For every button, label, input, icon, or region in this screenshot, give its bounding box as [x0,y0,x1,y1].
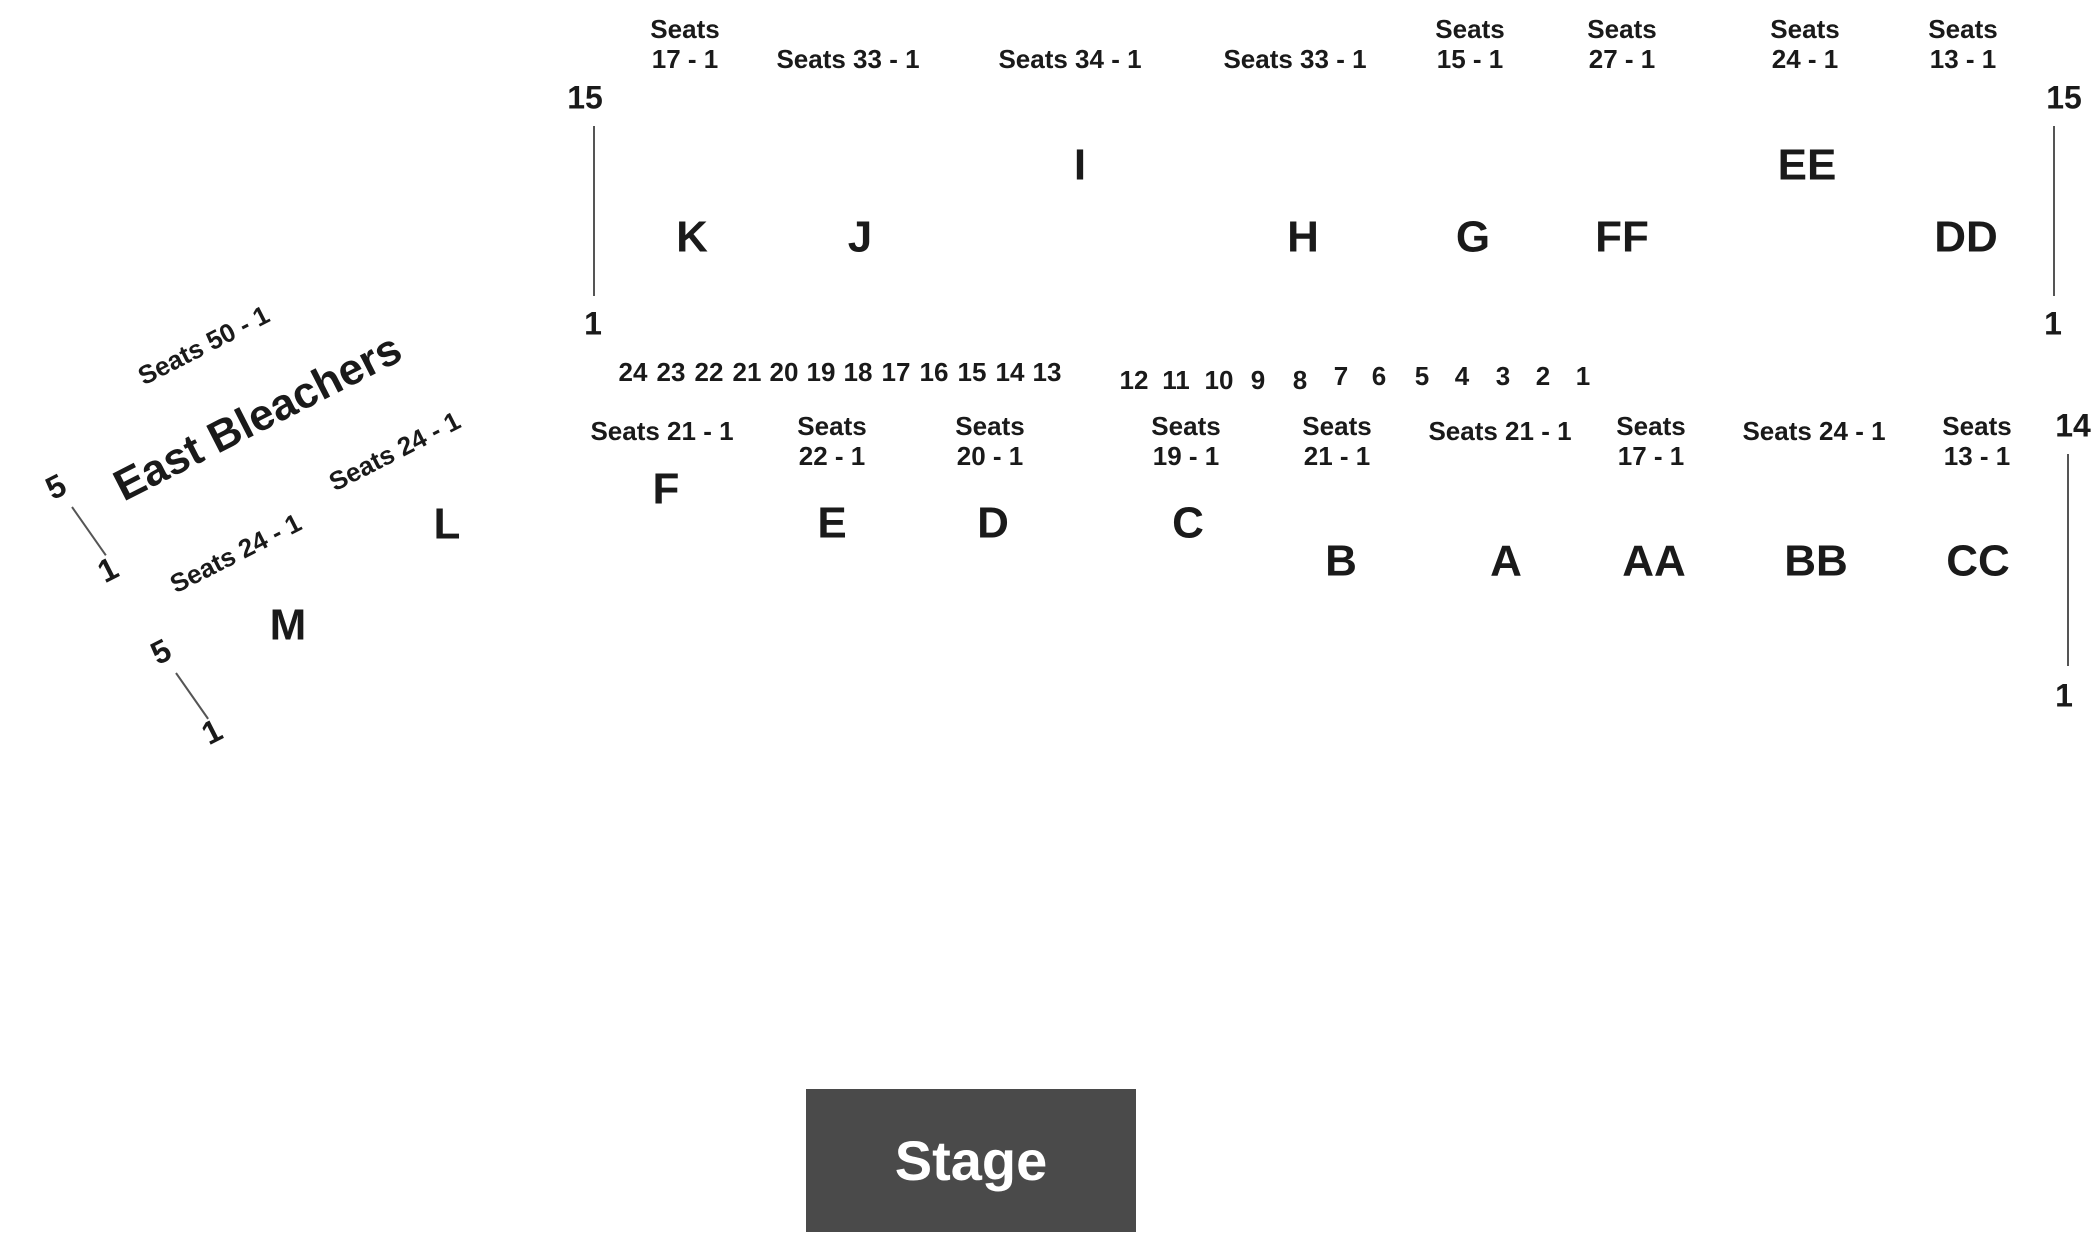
upper-left-row-top: 15 [567,79,603,116]
east-row2-bottom: 1 [195,711,228,752]
section-f[interactable]: F [652,464,680,514]
seats-range-i: Seats 34 - 1 [998,44,1142,75]
row-number: 9 [1250,365,1266,396]
section-cc[interactable]: CC [1946,536,2010,586]
seats-range-g: Seats 15 - 1 [1435,14,1505,74]
section-k[interactable]: K [676,212,708,262]
seats-range-ff: Seats 27 - 1 [1587,14,1657,74]
east-row2-line [175,672,209,720]
row-number: 8 [1292,365,1308,396]
upper-left-row-line [593,126,595,296]
seats-range-k: Seats 17 - 1 [650,14,720,74]
upper-left-row-bottom: 1 [584,305,602,342]
row-number: 4 [1454,361,1470,392]
east-row1-line [71,506,107,556]
section-j[interactable]: J [847,212,873,262]
east-row1-top: 5 [39,466,72,507]
lower-right-row-top: 14 [2055,407,2091,444]
row-number: 2 [1535,361,1551,392]
row-number: 14 [995,357,1025,388]
section-h[interactable]: H [1287,212,1319,262]
row-number: 5 [1414,361,1430,392]
row-number: 10 [1204,365,1234,396]
upper-right-row-top: 15 [2046,79,2082,116]
seats-range-e: Seats 22 - 1 [797,411,867,471]
section-ff[interactable]: FF [1595,212,1649,262]
lower-right-row-line [2067,454,2069,666]
row-number: 20 [769,357,799,388]
row-number: 19 [806,357,836,388]
seats-range-c: Seats 19 - 1 [1151,411,1221,471]
east-l-seats-range: Seats 24 - 1 [324,405,466,498]
section-ee[interactable]: EE [1777,140,1837,190]
seats-range-dd: Seats 13 - 1 [1928,14,1998,74]
east-top-seats-range: Seats 50 - 1 [133,299,275,392]
section-aa[interactable]: AA [1622,536,1686,586]
row-number: 3 [1495,361,1511,392]
seats-range-b: Seats 21 - 1 [1302,411,1372,471]
lower-right-row-bottom: 1 [2055,677,2073,714]
seats-range-f: Seats 21 - 1 [590,416,734,447]
section-b[interactable]: B [1325,536,1357,586]
seats-range-j: Seats 33 - 1 [776,44,920,75]
row-number: 18 [843,357,873,388]
stage: Stage [806,1089,1136,1232]
row-number: 24 [618,357,648,388]
upper-right-row-line [2053,126,2055,296]
east-m-seats-range: Seats 24 - 1 [165,507,307,600]
seats-range-ee: Seats 24 - 1 [1770,14,1840,74]
row-number: 7 [1333,361,1349,392]
row-number: 16 [919,357,949,388]
east-row2-top: 5 [144,631,177,672]
seats-range-bb: Seats 24 - 1 [1742,416,1886,447]
row-number: 6 [1371,361,1387,392]
seats-range-aa: Seats 17 - 1 [1616,411,1686,471]
stage-label: Stage [894,1129,1048,1192]
row-number: 1 [1575,361,1591,392]
row-number: 12 [1119,365,1149,396]
section-g[interactable]: G [1455,212,1491,262]
row-number: 11 [1162,365,1190,396]
row-number: 21 [732,357,762,388]
row-number: 23 [656,357,686,388]
row-number: 22 [694,357,724,388]
seats-range-a: Seats 21 - 1 [1428,416,1572,447]
row-number: 13 [1032,357,1062,388]
east-row1-bottom: 1 [91,549,124,590]
seats-range-cc: Seats 13 - 1 [1942,411,2012,471]
seats-range-d: Seats 20 - 1 [955,411,1025,471]
section-a[interactable]: A [1490,536,1522,586]
section-d[interactable]: D [977,498,1009,548]
section-e[interactable]: E [817,498,847,548]
seats-range-h: Seats 33 - 1 [1223,44,1367,75]
row-number: 17 [881,357,911,388]
section-l[interactable]: L [433,499,461,549]
row-number: 15 [957,357,987,388]
upper-right-row-bottom: 1 [2044,305,2062,342]
section-dd[interactable]: DD [1934,212,1998,262]
section-bb[interactable]: BB [1784,536,1848,586]
section-c[interactable]: C [1172,498,1204,548]
section-m[interactable]: M [269,600,307,650]
section-i[interactable]: I [1073,140,1087,190]
